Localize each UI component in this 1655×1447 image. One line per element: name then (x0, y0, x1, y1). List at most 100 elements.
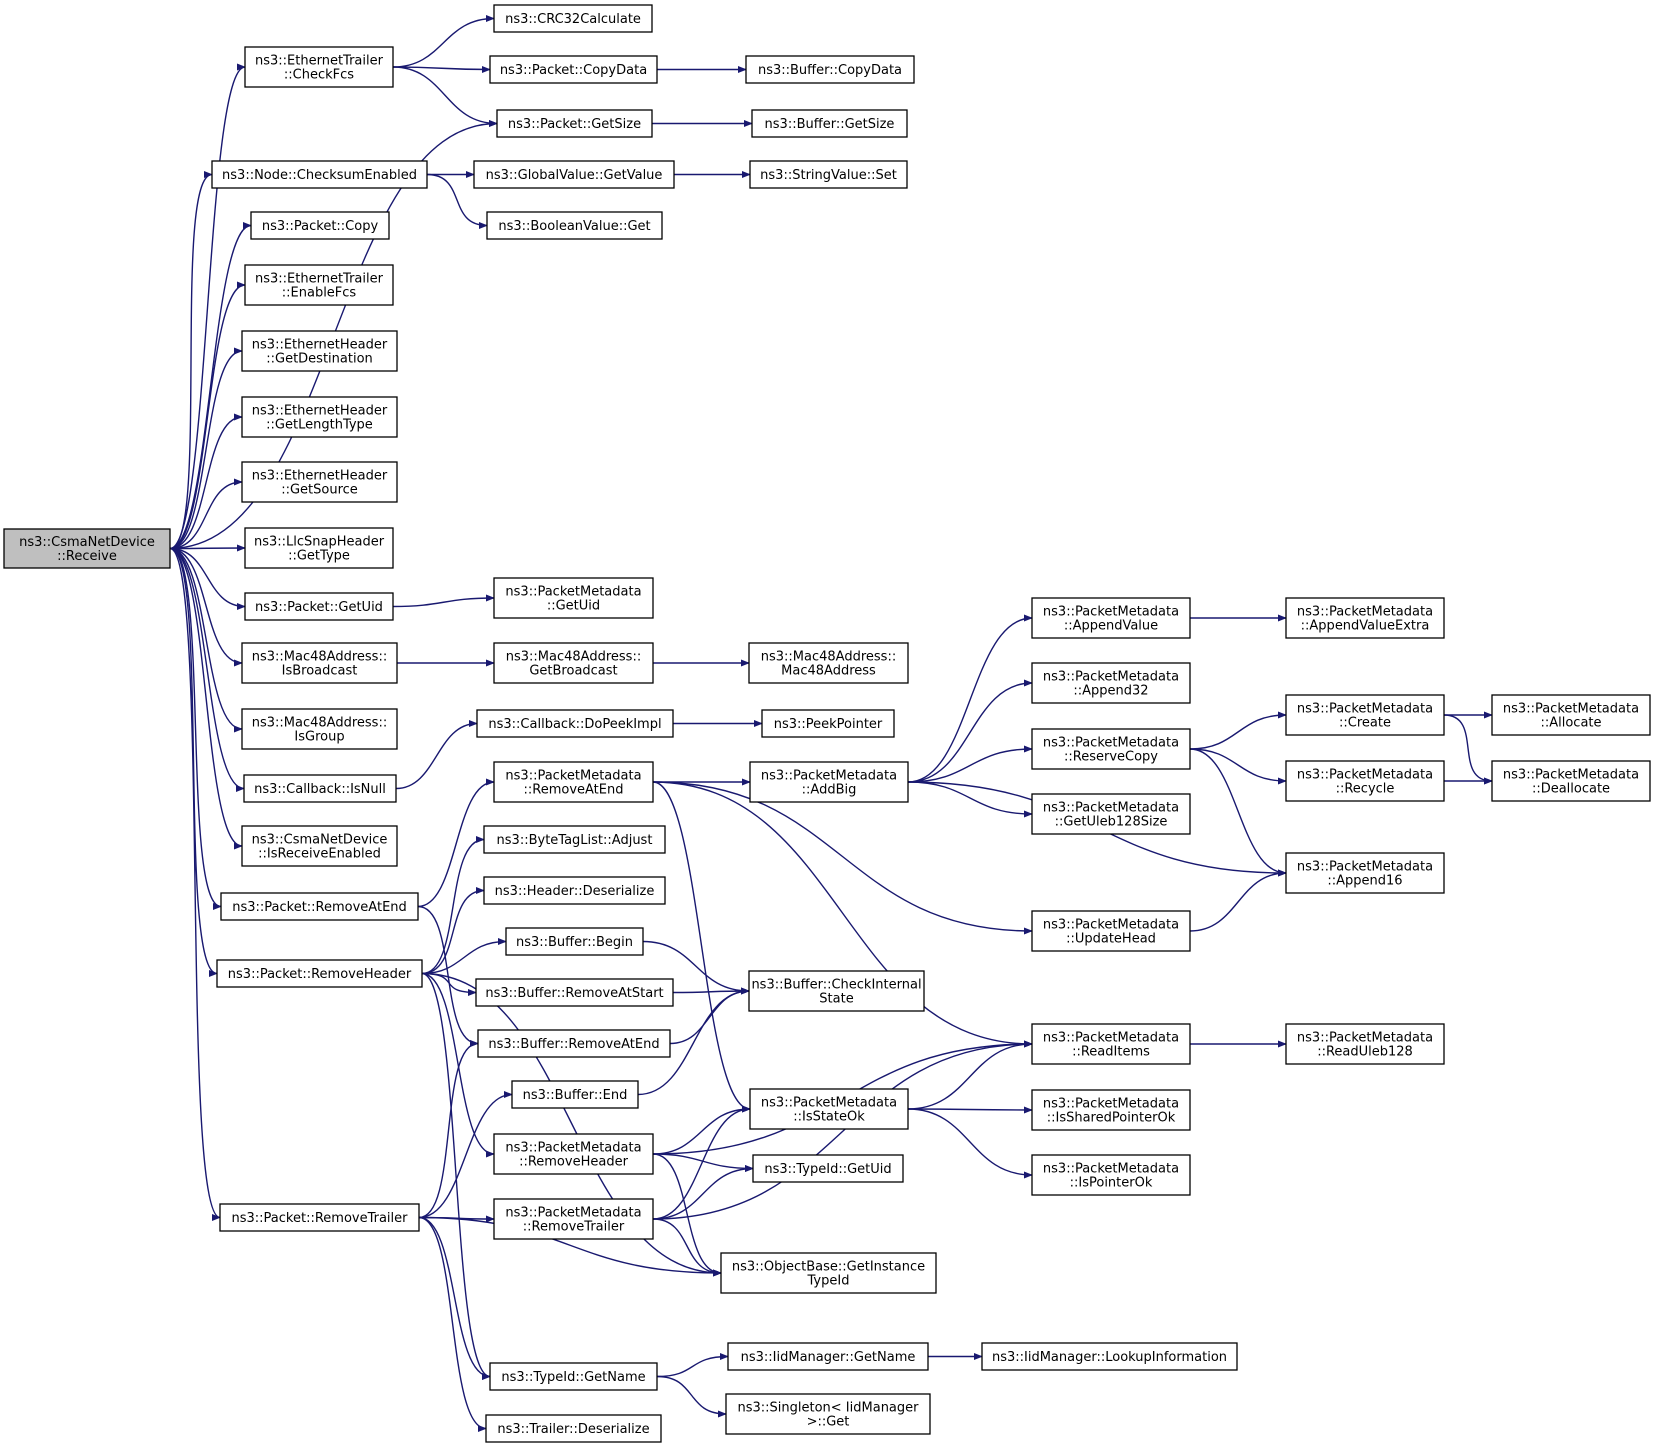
node-getLenType[interactable]: ns3::EthernetHeader::GetLengthType (241, 396, 398, 438)
node-getSource[interactable]: ns3::EthernetHeader::GetSource (241, 461, 398, 503)
edge-pktRemoveTrailer-to-getInstanceTypeId (418, 1216, 722, 1277)
node-box (1031, 1154, 1191, 1196)
node-peekPointer[interactable]: ns3::PeekPointer (761, 709, 895, 738)
node-isStateOk[interactable]: ns3::PacketMetadata::IsStateOk (749, 1088, 909, 1130)
node-label: ::Append16 (1327, 874, 1402, 889)
node-getBroadcast[interactable]: ns3::Mac48Address::GetBroadcast (493, 642, 654, 684)
node-pmRemoveAtEnd[interactable]: ns3::PacketMetadata::RemoveAtEnd (493, 761, 654, 803)
node-allocate[interactable]: ns3::PacketMetadata::Allocate (1491, 694, 1651, 736)
node-checksumEnabled[interactable]: ns3::Node::ChecksumEnabled (211, 160, 428, 189)
node-iidGetName[interactable]: ns3::IidManager::GetName (727, 1342, 929, 1371)
node-pmRemoveTrailer[interactable]: ns3::PacketMetadata::RemoveTrailer (493, 1198, 654, 1240)
edge-pktRemoveHeader-to-typeIdGetName (421, 972, 491, 1381)
node-crc32[interactable]: ns3::CRC32Calculate (493, 4, 653, 33)
edge-receive-to-llcGetType (169, 544, 246, 552)
node-label: ns3::Buffer::CopyData (758, 63, 902, 78)
node-bufEnd[interactable]: ns3::Buffer::End (511, 1080, 639, 1109)
edge-receive-to-pktRemoveAtEnd (169, 547, 222, 911)
node-typeIdGetName[interactable]: ns3::TypeId::GetName (489, 1362, 658, 1391)
node-mac48[interactable]: ns3::Mac48Address::Mac48Address (748, 642, 909, 684)
node-gvGetValue[interactable]: ns3::GlobalValue::GetValue (473, 160, 675, 189)
edge-updateHead-to-append16 (1189, 869, 1287, 932)
edge-pmRemoveTrailer-to-getInstanceTypeId (652, 1218, 722, 1277)
node-label: ns3::Packet::RemoveHeader (228, 967, 412, 982)
node-label: ns3::EthernetHeader (252, 404, 388, 419)
node-append16[interactable]: ns3::PacketMetadata::Append16 (1285, 852, 1445, 894)
edge-receive-to-pktCopy (169, 221, 252, 550)
node-isSharedPtrOk[interactable]: ns3::PacketMetadata::IsSharedPointerOk (1031, 1089, 1191, 1131)
node-label: ns3::PacketMetadata (761, 1096, 897, 1111)
node-label: ::Allocate (1540, 716, 1601, 731)
node-label: ns3::TypeId::GetName (501, 1370, 645, 1385)
node-label: ::EnableFcs (282, 286, 357, 301)
node-bufCopyData[interactable]: ns3::Buffer::CopyData (745, 55, 915, 84)
node-pmRemoveHeader[interactable]: ns3::PacketMetadata::RemoveHeader (493, 1133, 654, 1175)
node-pktGetUid[interactable]: ns3::Packet::GetUid (244, 592, 394, 621)
node-box (752, 1154, 904, 1183)
node-pktCopy[interactable]: ns3::Packet::Copy (250, 211, 390, 240)
node-pktRemoveAtEnd[interactable]: ns3::Packet::RemoveAtEnd (220, 892, 419, 921)
edge-pktGetUid-to-pmGetUid (392, 594, 495, 608)
node-label: ns3::IidManager::GetName (741, 1350, 916, 1365)
node-recycle[interactable]: ns3::PacketMetadata::Recycle (1285, 760, 1445, 802)
node-trlDeserialize[interactable]: ns3::Trailer::Deserialize (485, 1414, 662, 1443)
node-label: ns3::Mac48Address:: (506, 650, 641, 665)
node-label: ns3::Trailer::Deserialize (497, 1422, 649, 1437)
node-updateHead[interactable]: ns3::PacketMetadata::UpdateHead (1031, 910, 1191, 952)
node-label: ns3::GlobalValue::GetValue (486, 168, 663, 183)
node-readItems[interactable]: ns3::PacketMetadata::ReadItems (1031, 1023, 1191, 1065)
node-box (720, 1252, 937, 1294)
node-doPeekImpl[interactable]: ns3::Callback::DoPeekImpl (476, 709, 674, 738)
node-bufBegin[interactable]: ns3::Buffer::Begin (505, 927, 644, 956)
node-svSet[interactable]: ns3::StringValue::Set (749, 160, 908, 189)
node-appendValue[interactable]: ns3::PacketMetadata::AppendValue (1031, 597, 1191, 639)
edge-pktRemoveTrailer-to-bufEnd (418, 1090, 513, 1219)
node-pktRemoveHeader[interactable]: ns3::Packet::RemoveHeader (216, 959, 423, 988)
node-btlAdjust[interactable]: ns3::ByteTagList::Adjust (483, 825, 666, 854)
node-enableFcs[interactable]: ns3::EthernetTrailer::EnableFcs (244, 264, 394, 306)
node-isGroup[interactable]: ns3::Mac48Address::IsGroup (241, 708, 398, 750)
node-label: ns3::Singleton< IidManager (737, 1401, 919, 1416)
node-label: ns3::EthernetTrailer (255, 272, 384, 287)
node-label: ns3::Node::ChecksumEnabled (222, 168, 417, 183)
node-getDest[interactable]: ns3::EthernetHeader::GetDestination (241, 330, 398, 372)
node-isPointerOk[interactable]: ns3::PacketMetadata::IsPointerOk (1031, 1154, 1191, 1196)
node-hdrDeserialize[interactable]: ns3::Header::Deserialize (483, 876, 666, 905)
node-typeIdGetUid[interactable]: ns3::TypeId::GetUid (752, 1154, 904, 1183)
node-receive[interactable]: ns3::CsmaNetDevice::Receive (3, 528, 171, 569)
node-isRecvEnabled[interactable]: ns3::CsmaNetDevice::IsReceiveEnabled (241, 825, 398, 867)
node-isBroadcast[interactable]: ns3::Mac48Address::IsBroadcast (241, 642, 398, 684)
node-append32[interactable]: ns3::PacketMetadata::Append32 (1031, 662, 1191, 704)
node-bvGet[interactable]: ns3::BooleanValue::Get (486, 211, 663, 240)
node-label: ns3::Buffer::GetSize (765, 117, 895, 132)
node-reserveCopy[interactable]: ns3::PacketMetadata::ReserveCopy (1031, 728, 1191, 770)
node-getUleb128Size[interactable]: ns3::PacketMetadata::GetUleb128Size (1031, 793, 1191, 835)
node-label: ns3::LlcSnapHeader (254, 535, 385, 550)
node-box (493, 1198, 654, 1240)
node-bufGetSize[interactable]: ns3::Buffer::GetSize (751, 109, 908, 138)
node-appendValueExtra[interactable]: ns3::PacketMetadata::AppendValueExtra (1285, 597, 1445, 639)
node-pktRemoveTrailer[interactable]: ns3::Packet::RemoveTrailer (219, 1203, 420, 1232)
node-bufRemoveAtStart[interactable]: ns3::Buffer::RemoveAtStart (475, 978, 674, 1007)
node-box (241, 330, 398, 372)
node-create[interactable]: ns3::PacketMetadata::Create (1285, 694, 1445, 736)
node-box (241, 708, 398, 750)
node-pktGetSize[interactable]: ns3::Packet::GetSize (496, 109, 653, 138)
node-label: ns3::CsmaNetDevice (19, 535, 155, 550)
node-label: ns3::PacketMetadata (505, 585, 641, 600)
edge-typeIdGetName-to-iidGetName (656, 1352, 729, 1378)
node-label: ns3::Packet::GetSize (508, 117, 641, 132)
node-checkFcs[interactable]: ns3::EthernetTrailer::CheckFcs (244, 46, 394, 88)
node-bufRemoveAtEnd[interactable]: ns3::Buffer::RemoveAtEnd (477, 1029, 671, 1058)
node-pktCopyData[interactable]: ns3::Packet::CopyData (489, 55, 658, 84)
node-lookupInfo[interactable]: ns3::IidManager::LookupInformation (981, 1342, 1238, 1371)
node-pmGetUid[interactable]: ns3::PacketMetadata::GetUid (493, 577, 654, 619)
node-addBig[interactable]: ns3::PacketMetadata::AddBig (749, 761, 909, 803)
node-readUleb128[interactable]: ns3::PacketMetadata::ReadUleb128 (1285, 1023, 1445, 1065)
node-singletonGet[interactable]: ns3::Singleton< IidManager>::Get (725, 1393, 931, 1435)
node-llcGetType[interactable]: ns3::LlcSnapHeader::GetType (244, 527, 394, 569)
node-deallocate[interactable]: ns3::PacketMetadata::Deallocate (1491, 760, 1651, 802)
node-isNull[interactable]: ns3::Callback::IsNull (243, 774, 397, 803)
